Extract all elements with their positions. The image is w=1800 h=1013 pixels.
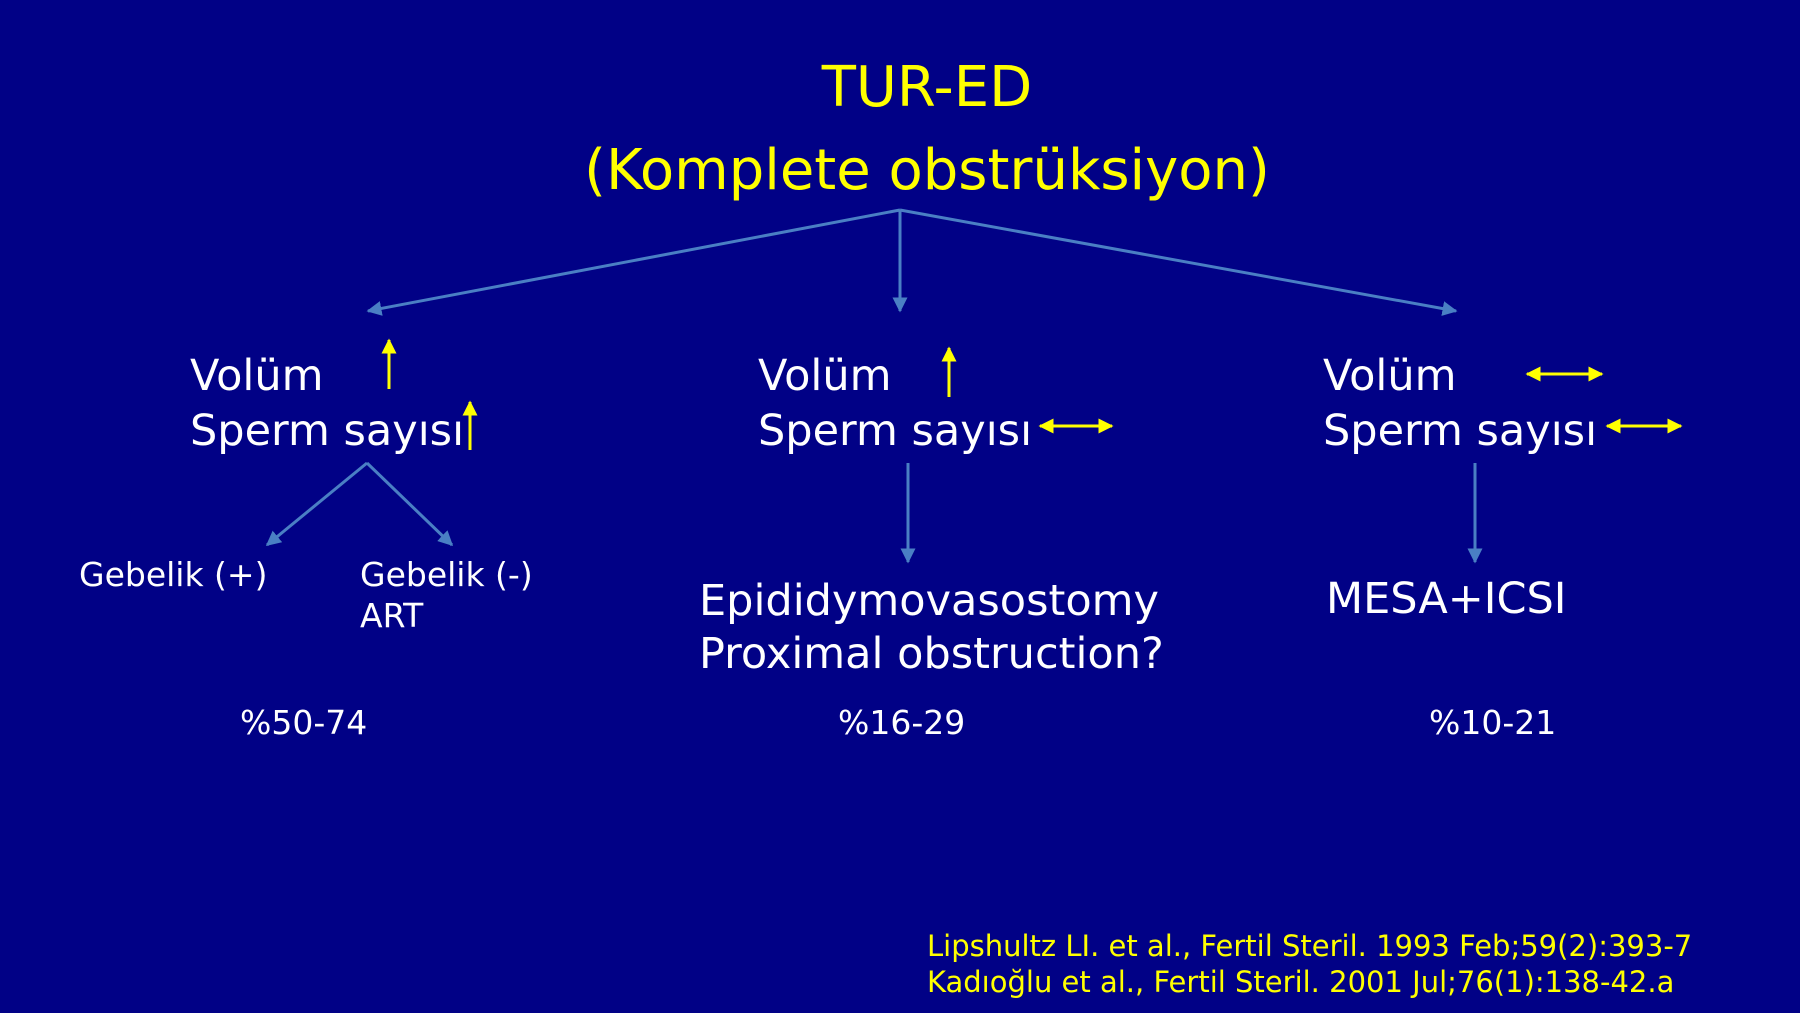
connector-left-to-pregnancy-negative <box>365 461 454 547</box>
reference-2: Kadıoğlu et al., Fertil Steril. 2001 Jul… <box>927 965 1675 999</box>
outcome-pregnancy-negative: Gebelik (-) <box>360 555 533 594</box>
reference-1: Lipshultz LI. et al., Fertil Steril. 199… <box>927 929 1693 963</box>
branch-center-volume-label: Volüm <box>758 351 892 401</box>
outcome-art: ART <box>360 596 424 635</box>
outcome-proximal-obstruction: Proximal obstruction? <box>699 629 1164 679</box>
outcome-mesa-icsi: MESA+ICSI <box>1326 574 1567 624</box>
outcome-epididymovasostomy: Epididymovasostomy <box>699 576 1160 626</box>
connector-title-left <box>366 208 901 316</box>
branch-left-volume-label: Volüm <box>190 351 324 401</box>
outcome-pregnancy-positive: Gebelik (+) <box>79 555 268 594</box>
branch-left-sperm-label: Sperm sayısı <box>190 406 465 456</box>
connector-title-right <box>899 208 1458 316</box>
branch-right-volume-label: Volüm <box>1323 351 1457 401</box>
branch-left-percentage: %50-74 <box>240 703 368 742</box>
title-line-1: TUR-ED <box>821 55 1033 120</box>
branch-center-percentage: %16-29 <box>838 703 966 742</box>
connector-left-to-pregnancy-positive <box>265 461 368 547</box>
branch-right-percentage: %10-21 <box>1429 703 1557 742</box>
branch-center-sperm-label: Sperm sayısı <box>758 406 1033 456</box>
title-line-2: (Komplete obstrüksiyon) <box>584 138 1270 203</box>
branch-right-sperm-label: Sperm sayısı <box>1323 406 1598 456</box>
